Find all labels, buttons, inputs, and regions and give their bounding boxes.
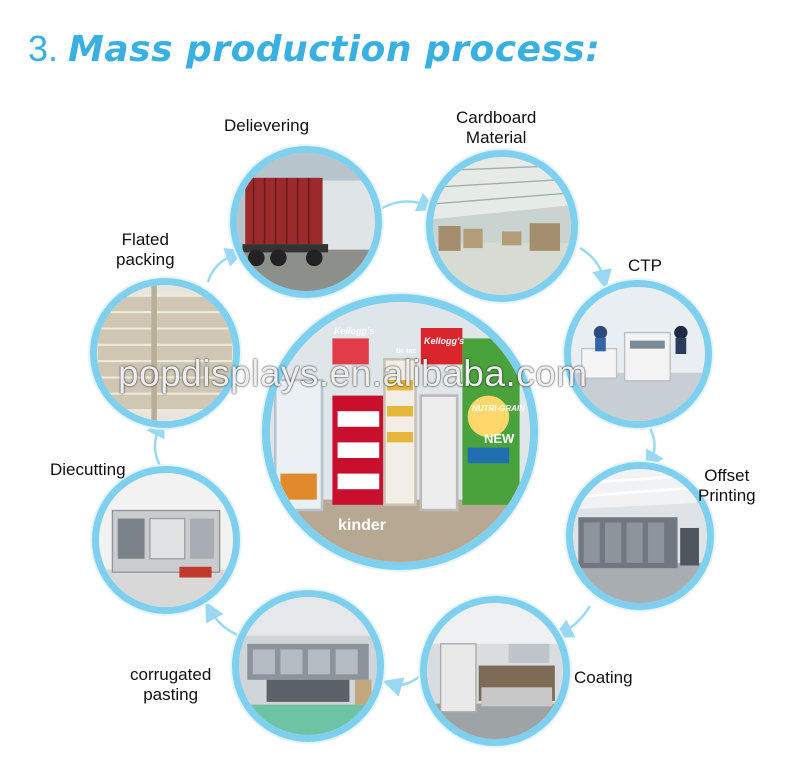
cardboard-label-line2: Material	[465, 128, 527, 147]
diecutting-label-line1: Diecutting	[50, 460, 126, 479]
pasting-label-line1: corrugated	[130, 665, 212, 684]
center-text-kelloggs-2: Kellogg's	[424, 336, 465, 346]
arrow-ctp-to-offset	[644, 423, 664, 471]
flated-packing-photo	[90, 278, 240, 428]
center-text-nutrigrain: NUTRI-GRAIN	[472, 404, 525, 413]
arrow-delivering-to-cardboard	[381, 192, 438, 212]
center-text-tictac: tic tac	[396, 348, 417, 355]
cardboard-label-line1: Cardboard	[456, 108, 537, 127]
delivering-label-line1: Delievering	[224, 116, 310, 135]
watermark-text: popdisplays.en.alibaba.com	[118, 353, 588, 394]
flated-packing-label: Flated packing	[116, 230, 175, 270]
title-colon: :	[585, 29, 601, 70]
ctp-label-line1: CTP	[628, 256, 662, 275]
corrugated-pasting-label: corrugated pasting	[130, 665, 211, 705]
arrow-coating-to-pasting	[382, 675, 421, 697]
offset-label-line2: Printing	[698, 486, 756, 505]
center-text-new: NEW	[484, 431, 515, 446]
corrugated-pasting-photo	[232, 590, 384, 742]
arrow-offset-to-coating	[553, 605, 592, 638]
ctp-label: CTP	[628, 256, 662, 276]
arrow-packing-to-delivering	[206, 248, 246, 283]
delivering-photo	[230, 146, 382, 298]
coating-label: Coating	[574, 668, 633, 688]
diecutting-photo	[92, 466, 240, 614]
cardboard-material-label: Cardboard Material	[456, 108, 536, 148]
title-text: Mass production process	[68, 29, 586, 70]
offset-label-line1: Offset	[704, 466, 750, 485]
packing-label-line2: packing	[116, 250, 175, 269]
center-text-kelloggs-1: Kellogg's	[334, 326, 375, 336]
arrow-cardboard-to-ctp	[579, 246, 612, 290]
arrow-diecutting-to-packing	[146, 417, 165, 467]
center-display-photo	[262, 294, 538, 570]
offset-printing-label: Offset Printing	[698, 466, 756, 506]
cardboard-material-photo	[426, 150, 578, 302]
center-text-kinder: kinder	[338, 517, 387, 534]
packing-label-line1: Flated	[121, 230, 169, 249]
offset-printing-photo	[566, 462, 714, 610]
arrow-pasting-to-diecutting	[205, 601, 241, 638]
coating-photo	[420, 596, 570, 746]
delivering-label: Delievering	[224, 116, 309, 136]
page-title: 3. Mass production process:	[28, 28, 600, 70]
pasting-label-line2: pasting	[143, 685, 199, 704]
diecutting-label: Diecutting	[50, 460, 126, 480]
coating-label-line1: Coating	[574, 668, 633, 687]
ctp-photo	[564, 280, 712, 428]
title-number: 3.	[28, 28, 59, 69]
